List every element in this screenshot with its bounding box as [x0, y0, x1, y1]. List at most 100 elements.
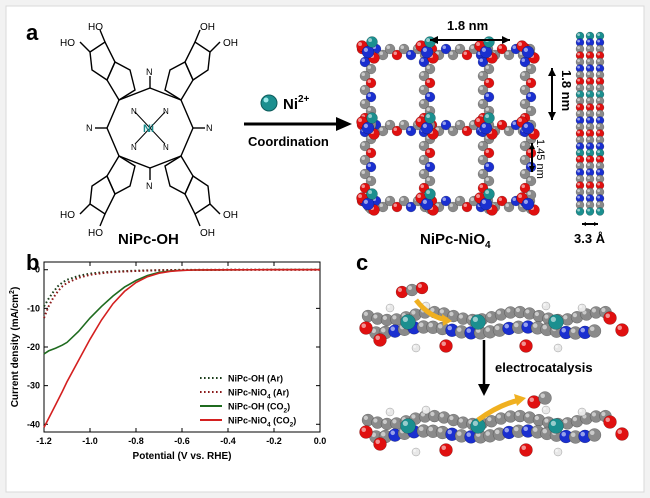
n-atom-label: N	[206, 123, 213, 133]
framework-atom	[420, 197, 434, 211]
series-line	[43, 268, 320, 307]
molecule-oxygen-atom	[439, 339, 453, 353]
y-tick-label: -30	[27, 381, 40, 391]
co-carbon-atom	[538, 391, 552, 405]
framework-name-sub: 4	[485, 240, 491, 251]
molecule-oxygen-atom	[519, 443, 533, 457]
molecule-oxygen-atom	[615, 427, 629, 441]
pore-width-label: 1.8 nm	[447, 18, 488, 33]
framework-atom	[479, 197, 493, 211]
molecule-hydrogen-atom	[385, 407, 395, 417]
y-axis-label: Current density (mA/cm2)	[9, 287, 21, 408]
framework-side-atom	[585, 207, 595, 216]
molecule-oxygen-atom	[519, 339, 533, 353]
molecule-hydrogen-atom	[541, 301, 551, 311]
molecule-oxygen-atom	[615, 323, 629, 337]
molecule-oxygen-atom	[603, 415, 617, 429]
molecule-ni-atom	[548, 314, 564, 330]
y-tick-label: -40	[27, 419, 40, 429]
oh-label: OH	[200, 22, 215, 33]
molecule-hydrogen-atom	[577, 303, 587, 313]
framework-lattice	[356, 31, 605, 216]
coordination-label: Coordination	[248, 134, 329, 149]
molecule-oxygen-atom	[603, 311, 617, 325]
y-tick-label: -10	[27, 303, 40, 313]
framework-name: NiPc-NiO	[420, 231, 485, 248]
series-line	[43, 268, 320, 428]
x-tick-label: -0.4	[220, 436, 236, 446]
n-atom-label: N	[163, 107, 169, 116]
molecule-ni-atom	[548, 418, 564, 434]
n-atom-label: N	[146, 67, 153, 77]
framework-atom	[420, 45, 434, 59]
framework-ni-atom	[483, 188, 495, 200]
monomer-name: NiPc-OH	[118, 231, 179, 248]
framework-side-atom	[575, 207, 585, 216]
oh-label: OH	[223, 210, 238, 221]
catalyst-co-release	[359, 391, 629, 457]
x-tick-label: -0.8	[128, 436, 144, 446]
oh-label: HO	[88, 228, 103, 239]
y-tick-label: 0	[35, 265, 40, 275]
oh-label: HO	[88, 22, 103, 33]
interlayer-label: 3.3 Å	[574, 231, 606, 246]
molecule-atom	[587, 428, 602, 442]
legend-label: NiPc-NiO4 (Ar)	[228, 388, 289, 401]
framework-atom	[521, 45, 535, 59]
molecule-oxygen-atom	[373, 437, 387, 451]
n-atom-label: N	[86, 123, 93, 133]
molecule-hydrogen-atom	[421, 405, 431, 415]
panel-label-a: a	[26, 20, 39, 45]
ni-atom-label: Ni	[143, 123, 154, 135]
framework-side-atom	[595, 207, 605, 216]
ni-ion-charge: 2+	[298, 94, 310, 105]
molecule-ni-atom	[400, 314, 416, 330]
molecule-hydrogen-atom	[553, 343, 563, 353]
framework-ni-atom	[424, 188, 436, 200]
molecule-ni-atom	[470, 418, 486, 434]
framework-ni-atom	[366, 36, 378, 48]
n-atom-label: N	[163, 143, 169, 152]
molecule-hydrogen-atom	[411, 343, 421, 353]
ni-ion-label: Ni	[283, 96, 298, 113]
panel-label-b: b	[26, 250, 39, 275]
legend-label: NiPc-OH (CO2)	[228, 402, 290, 415]
pore-height-label: 1.8 nm	[559, 70, 574, 111]
framework-ni-atom	[483, 36, 495, 48]
oh-label: OH	[223, 38, 238, 49]
framework-atom	[479, 121, 493, 135]
x-axis-label: Potential (V vs. RHE)	[133, 451, 232, 462]
framework-ni-atom	[483, 112, 495, 124]
molecule-oxygen-atom	[373, 333, 387, 347]
framework-atom	[521, 121, 535, 135]
molecule-hydrogen-atom	[385, 303, 395, 313]
framework-atom	[521, 197, 535, 211]
oh-label: HO	[60, 38, 75, 49]
molecule-oxygen-atom	[359, 321, 373, 335]
svg-text:NiPc-NiO4: NiPc-NiO4	[420, 231, 491, 251]
n-atom-label: N	[131, 107, 137, 116]
x-tick-label: -1.2	[36, 436, 52, 446]
molecule-oxygen-atom	[359, 425, 373, 439]
molecule-ni-atom	[400, 418, 416, 434]
molecule-hydrogen-atom	[411, 447, 421, 457]
n-atom-label: N	[146, 181, 153, 191]
x-tick-label: -0.2	[266, 436, 282, 446]
framework-ni-atom	[366, 112, 378, 124]
molecule-hydrogen-atom	[541, 405, 551, 415]
catalyst-co2-adsorption	[359, 281, 629, 353]
framework-atom	[361, 121, 375, 135]
legend-label: NiPc-OH (Ar)	[228, 374, 283, 384]
molecule-oxygen-atom	[439, 443, 453, 457]
molecule-hydrogen-atom	[553, 447, 563, 457]
molecule-atom	[587, 324, 602, 338]
framework-ni-atom	[424, 112, 436, 124]
ni-ion-sphere	[260, 94, 278, 112]
oh-label: OH	[200, 228, 215, 239]
framework-atom	[361, 197, 375, 211]
panel-label-c: c	[356, 250, 368, 275]
x-tick-label: -0.6	[174, 436, 190, 446]
molecule-ni-atom	[470, 314, 486, 330]
